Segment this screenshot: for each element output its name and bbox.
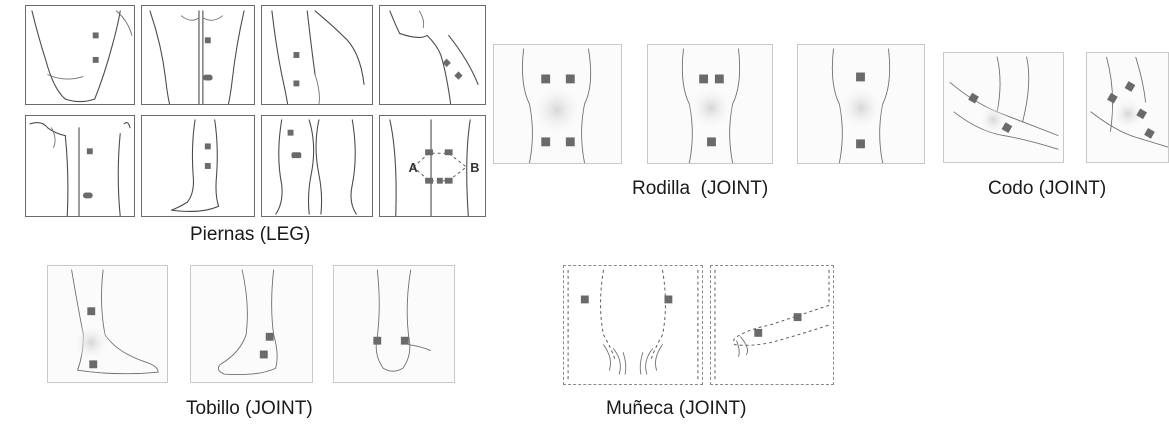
leg-front-thigh-panel <box>25 5 135 105</box>
legs-caption: Piernas (LEG) <box>190 224 310 246</box>
leg-front-full-panel <box>141 5 255 105</box>
electrode-pad <box>292 152 302 158</box>
electrode-pad <box>260 351 268 359</box>
electrode-pad <box>205 143 211 149</box>
wrist-caption: Muñeca (JOINT) <box>606 398 746 420</box>
electrode-pad <box>288 130 294 136</box>
elbow-caption: Codo (JOINT) <box>988 178 1106 200</box>
knee-front-panel <box>493 44 622 164</box>
leg-back-thigh-panel <box>379 5 486 105</box>
marker-a-label: A <box>408 160 417 175</box>
electrode-pad <box>1125 81 1136 92</box>
wrist-palms-panel <box>563 265 703 385</box>
electrode-pad <box>856 73 865 82</box>
electrode-pad <box>425 178 433 184</box>
electrode-pad <box>87 148 93 154</box>
electrode-pad <box>566 137 575 146</box>
wrist-side-panel <box>710 265 834 385</box>
electrode-pad <box>83 192 93 198</box>
electrode-pad <box>794 313 802 321</box>
electrode-pad <box>856 139 865 148</box>
electrode-pad <box>754 329 762 337</box>
electrode-pad <box>293 52 299 58</box>
electrode-pad <box>373 337 381 345</box>
electrode-pad <box>89 360 97 368</box>
electrode-pad <box>707 137 716 146</box>
leg-knee-ab-panel: A B <box>379 115 486 217</box>
electrode-pad <box>445 149 453 155</box>
electrode-pad <box>437 178 443 184</box>
electrode-pad <box>205 37 211 43</box>
electrode-pad <box>715 75 724 84</box>
electrode-pad <box>93 32 99 38</box>
elbow-outer-panel <box>943 52 1064 163</box>
knee-lateral-panel <box>797 44 925 164</box>
marker-b-label: B <box>470 160 479 175</box>
electrode-pad <box>445 178 453 184</box>
ankle-caption: Tobillo (JOINT) <box>186 398 313 420</box>
electrode-pad <box>87 307 95 315</box>
electrode-pad <box>541 75 550 84</box>
leg-side-bent-panel <box>261 5 373 105</box>
ankle-medial-panel <box>190 265 313 383</box>
electrode-pad <box>664 296 672 304</box>
electrode-pad <box>93 57 99 63</box>
electrode-pad <box>699 75 708 84</box>
knee-caption: Rodilla (JOINT) <box>632 178 768 200</box>
electrode-pad <box>293 80 299 86</box>
ankle-back-panel <box>333 265 455 383</box>
electrode-pad <box>401 337 409 345</box>
leg-front-upper-panel <box>25 115 135 217</box>
elbow-inner-panel <box>1086 52 1169 163</box>
electrode-pad <box>566 75 575 84</box>
electrode-pad <box>425 149 433 155</box>
electrode-pad <box>454 71 462 79</box>
knee-medial-panel <box>647 44 773 164</box>
electrode-pad <box>1144 128 1155 139</box>
leg-side-lower-panel <box>141 115 255 217</box>
electrode-pad <box>205 163 211 169</box>
electrode-pad <box>266 333 274 341</box>
electrode-pad <box>203 75 213 81</box>
leg-back-calves-panel <box>261 115 373 217</box>
electrode-pad <box>541 137 550 146</box>
electrode-pad <box>581 296 589 304</box>
ankle-lateral-panel <box>47 265 168 383</box>
